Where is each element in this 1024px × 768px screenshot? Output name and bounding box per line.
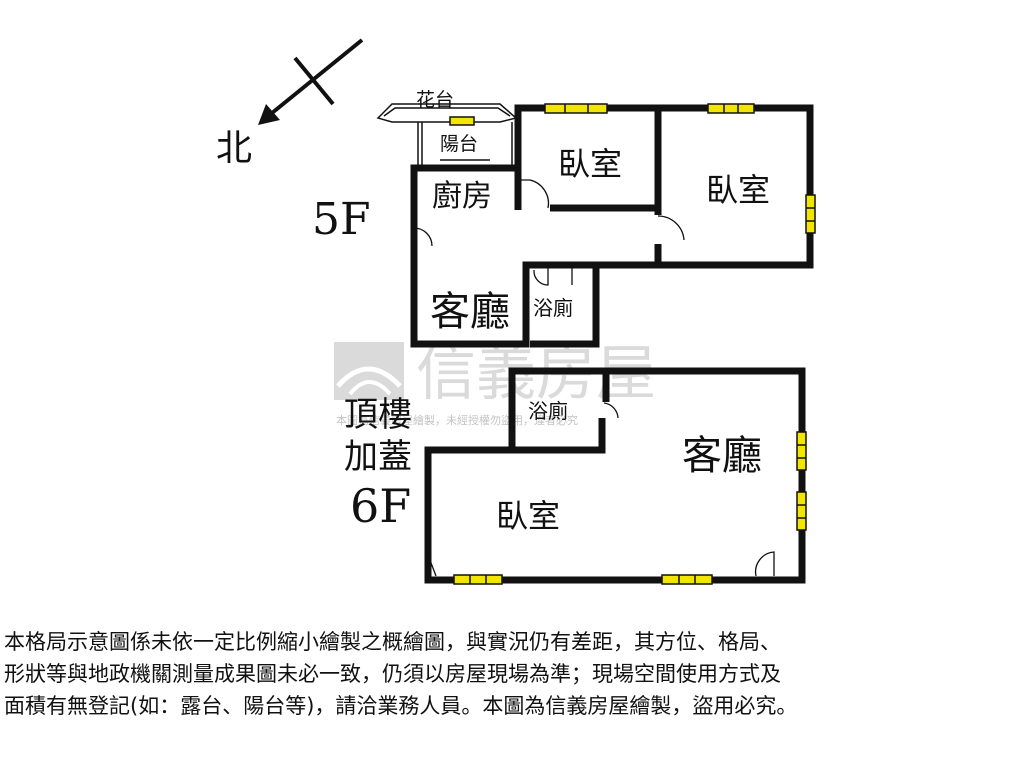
bedroom-2-label: 臥室	[706, 171, 770, 209]
wall	[410, 164, 515, 228]
north-arrow-icon	[258, 104, 280, 125]
living-room-6-label: 客廳	[682, 433, 762, 479]
disclaimer: 本格局示意圖係未依一定比例縮小繪製之概繪圖，與實況仍有差距，其方位、格局、 形狀…	[4, 626, 1020, 722]
disclaimer-line: 面積有無登記(如：露台、陽台等)，請洽業務人員。本圖為信義房屋繪製，盜用必究。	[4, 694, 798, 718]
bathroom-6-label: 浴廁	[528, 399, 568, 423]
window	[449, 116, 475, 126]
balcony-outline	[376, 103, 518, 168]
kitchen-label: 廚房	[432, 179, 492, 214]
bedroom-1-label: 臥室	[558, 145, 622, 183]
disclaimer-line: 本格局示意圖係未依一定比例縮小繪製之概繪圖，與實況仍有差距，其方位、格局、	[4, 630, 781, 654]
compass: 北	[216, 38, 364, 169]
watermark-subtext: 本圖為信義房屋繪製，未經授權勿盜用，違者必究	[336, 413, 578, 427]
door	[754, 551, 775, 577]
door	[657, 215, 685, 241]
living-room-5-label: 客廳	[430, 289, 510, 335]
wall	[550, 204, 662, 215]
window	[796, 431, 807, 471]
rooftop-label: 頂樓	[344, 395, 412, 435]
wall	[514, 104, 658, 210]
window	[453, 574, 503, 585]
window	[544, 103, 608, 114]
door	[427, 554, 437, 577]
north-label: 北	[216, 128, 252, 169]
window	[796, 491, 807, 531]
addition-label: 加蓋	[344, 437, 412, 477]
door	[413, 227, 433, 247]
floor-6-doors	[427, 402, 775, 577]
compass-cross-b	[270, 38, 364, 115]
window	[805, 194, 816, 234]
bathroom-5-label: 浴廁	[533, 296, 573, 320]
floor-5-windows	[449, 103, 816, 234]
flower-bed-label: 花台	[416, 89, 454, 111]
floor-plan: 北 信義房屋 本圖為信義房屋繪製，未經授權勿盜用，違者必究	[216, 38, 816, 585]
door	[518, 179, 550, 209]
disclaimer-line: 形狀等與地政機關測量成果圖未必一致，仍須以房屋現場為準；現場空間使用方式及	[4, 662, 781, 686]
balcony-label: 陽台	[440, 133, 478, 155]
floor-6-plan	[424, 367, 806, 584]
floor-6-windows	[453, 431, 807, 585]
door	[603, 402, 619, 419]
window	[707, 103, 755, 114]
window	[661, 574, 713, 585]
floor-6-label: 6F	[350, 479, 411, 533]
floor-5-doors	[413, 179, 685, 286]
bedroom-6-label: 臥室	[496, 497, 560, 535]
wall	[596, 104, 814, 269]
floor-5-label: 5F	[312, 194, 371, 245]
door	[533, 265, 549, 286]
wall	[424, 367, 806, 584]
